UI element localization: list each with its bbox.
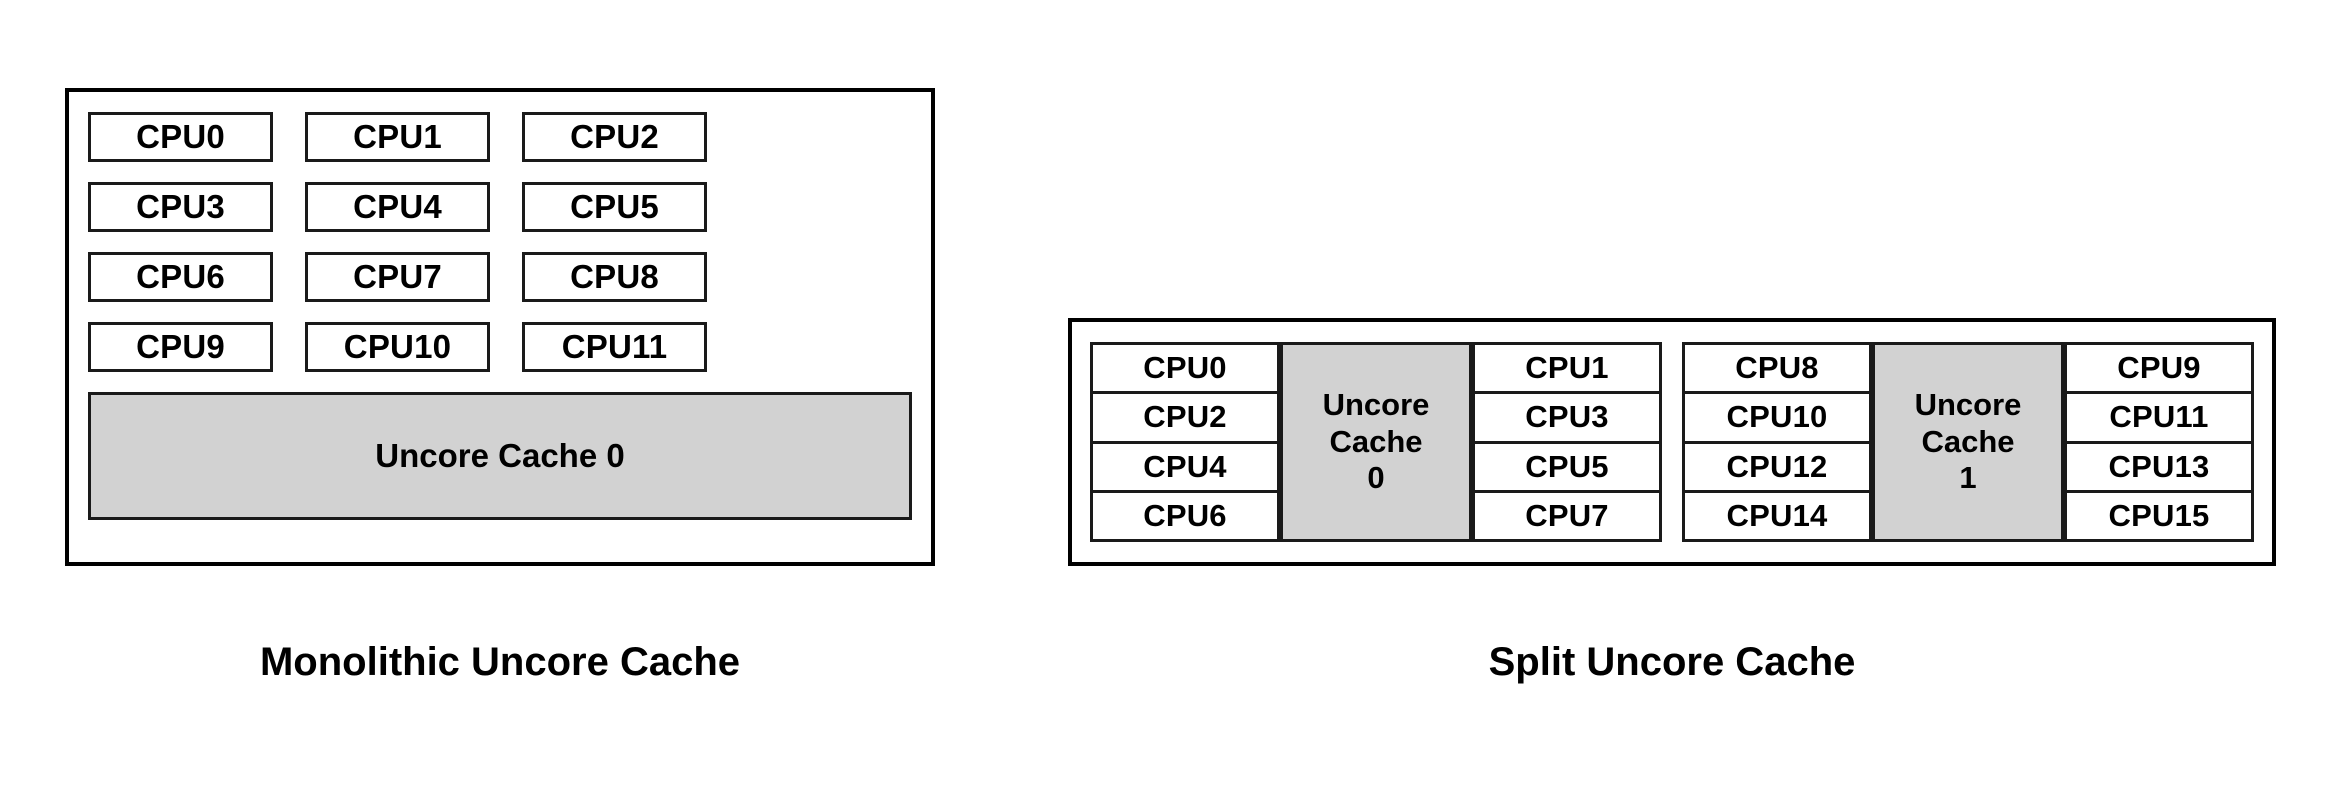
cpu-box: CPU1: [1472, 342, 1662, 395]
cpu-box: CPU9: [2064, 342, 2254, 395]
cache-label-line: 1: [1959, 460, 1977, 496]
cluster-0-right-column: CPU1 CPU3 CPU5 CPU7: [1472, 342, 1662, 542]
cpu-box: CPU5: [1472, 440, 1662, 493]
cpu-box: CPU5: [522, 182, 707, 232]
cpu-box: CPU4: [1090, 440, 1280, 493]
cpu-box: CPU10: [1682, 391, 1872, 444]
cluster-1-right-column: CPU9 CPU11 CPU13 CPU15: [2064, 342, 2254, 542]
cpu-box: CPU15: [2064, 489, 2254, 542]
cluster-1-left-column: CPU8 CPU10 CPU12 CPU14: [1682, 342, 1872, 542]
uncore-cache-box-1: Uncore Cache 1: [1872, 342, 2064, 542]
cpu-box: CPU9: [88, 322, 273, 372]
cluster-1: CPU8 CPU10 CPU12 CPU14 Uncore Cache 1 CP…: [1682, 342, 2254, 542]
split-uncore-cache-panel: CPU0 CPU2 CPU4 CPU6 Uncore Cache 0 CPU1 …: [1068, 318, 2276, 566]
split-cluster-container: CPU0 CPU2 CPU4 CPU6 Uncore Cache 0 CPU1 …: [1090, 342, 2254, 542]
uncore-cache-box-0: Uncore Cache 0: [1280, 342, 1472, 542]
cpu-box: CPU4: [305, 182, 490, 232]
cpu-box: CPU0: [88, 112, 273, 162]
cpu-box: CPU13: [2064, 440, 2254, 493]
cpu-box: CPU2: [522, 112, 707, 162]
caption-monolithic-uncore-cache: Monolithic Uncore Cache: [259, 640, 741, 684]
cpu-box: CPU7: [305, 252, 490, 302]
cpu-box: CPU0: [1090, 342, 1280, 395]
cpu-box: CPU14: [1682, 489, 1872, 542]
uncore-cache-box: Uncore Cache 0: [88, 392, 912, 520]
cache-label-line: Uncore: [1322, 387, 1430, 423]
cpu-box: CPU6: [1090, 489, 1280, 542]
cluster-0: CPU0 CPU2 CPU4 CPU6 Uncore Cache 0 CPU1 …: [1090, 342, 1662, 542]
cpu-box: CPU6: [88, 252, 273, 302]
monolithic-uncore-cache-panel: CPU0 CPU1 CPU2 CPU3 CPU4 CPU5 CPU6 CPU7 …: [65, 88, 935, 566]
cpu-box: CPU10: [305, 322, 490, 372]
cpu-box: CPU8: [522, 252, 707, 302]
cpu-box: CPU7: [1472, 489, 1662, 542]
cache-label-line: Cache: [1329, 423, 1423, 459]
cpu-box: CPU11: [2064, 391, 2254, 444]
caption-split-uncore-cache: Split Uncore Cache: [1488, 640, 1856, 684]
cpu-box: CPU11: [522, 322, 707, 372]
cpu-box: CPU8: [1682, 342, 1872, 395]
cluster-0-left-column: CPU0 CPU2 CPU4 CPU6: [1090, 342, 1280, 542]
cache-label-line: 0: [1367, 460, 1385, 496]
cache-label-line: Uncore: [1914, 387, 2022, 423]
cpu-box: CPU3: [88, 182, 273, 232]
cpu-box: CPU2: [1090, 391, 1280, 444]
cache-label-line: Cache: [1921, 423, 2015, 459]
cpu-box: CPU12: [1682, 440, 1872, 493]
cpu-box: CPU3: [1472, 391, 1662, 444]
cpu-box: CPU1: [305, 112, 490, 162]
